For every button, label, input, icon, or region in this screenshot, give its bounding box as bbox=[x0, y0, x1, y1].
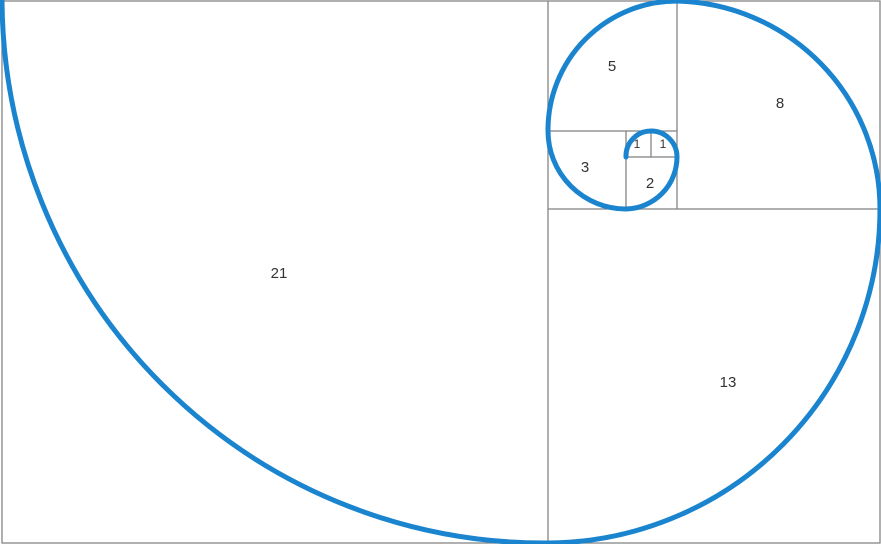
label-21: 21 bbox=[271, 265, 288, 282]
label-3: 3 bbox=[581, 159, 589, 176]
label-2: 2 bbox=[646, 175, 654, 192]
label-13: 13 bbox=[720, 374, 737, 391]
square-1b bbox=[650, 130, 678, 158]
label-5: 5 bbox=[608, 58, 616, 75]
label-1a: 1 bbox=[634, 137, 641, 151]
square-13 bbox=[547, 208, 881, 544]
label-8: 8 bbox=[776, 95, 784, 112]
label-1b: 1 bbox=[660, 137, 667, 151]
